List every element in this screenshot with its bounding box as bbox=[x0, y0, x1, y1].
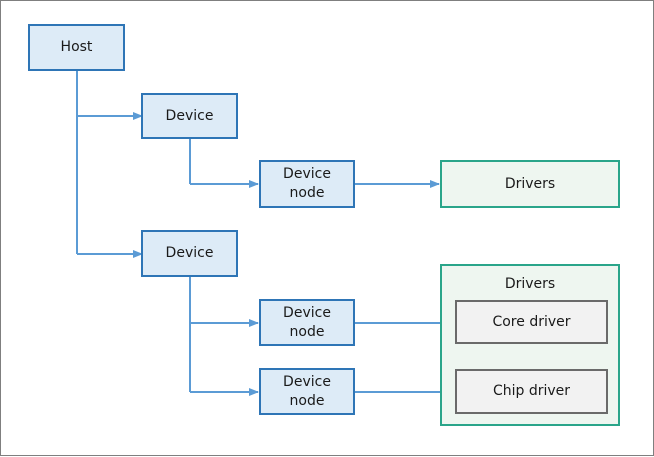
device-label-2: Device bbox=[165, 245, 214, 261]
chip-driver-label: Chip driver bbox=[492, 383, 571, 399]
device-node-box-3: Device node bbox=[259, 368, 355, 415]
device-box-1: Device bbox=[141, 93, 238, 139]
device-box-2: Device bbox=[141, 230, 238, 277]
chip-driver-box: Chip driver bbox=[455, 369, 608, 414]
core-driver-box: Core driver bbox=[455, 300, 608, 344]
device-node-box-1: Device node bbox=[259, 160, 355, 208]
host-label: Host bbox=[60, 39, 93, 55]
device-node-1-line1: Device bbox=[283, 166, 331, 182]
device-node-3-line2: node bbox=[289, 392, 325, 409]
device-node-3-line1: Device bbox=[283, 373, 331, 390]
device-node-1-line2: node bbox=[289, 185, 325, 201]
drivers-label: Drivers bbox=[504, 175, 556, 192]
core-driver-label: Core driver bbox=[492, 313, 571, 330]
drivers-box: Drivers bbox=[440, 160, 620, 208]
device-label-1: Device bbox=[165, 107, 214, 124]
device-node-2-line1: Device bbox=[283, 304, 331, 321]
device-node-box-2: Device node bbox=[259, 299, 355, 346]
host-box: Host bbox=[28, 24, 125, 71]
drivers-group-title: Drivers bbox=[504, 276, 556, 292]
device-node-2-line2: node bbox=[289, 323, 325, 340]
